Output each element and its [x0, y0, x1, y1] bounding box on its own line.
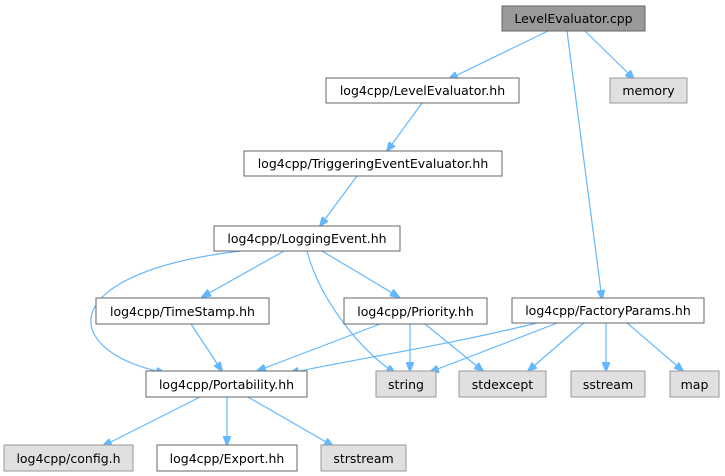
node-portability-hh[interactable]: log4cpp/Portability.hh [145, 370, 308, 398]
edge-levelevaluator-hh-to-triggering [387, 102, 423, 151]
node-label: stdexcept [472, 377, 533, 392]
edges-layer [90, 30, 683, 446]
node-label: strstream [333, 451, 393, 466]
node-label: log4cpp/LevelEvaluator.hh [340, 83, 505, 98]
node-factory-params-hh[interactable]: log4cpp/FactoryParams.hh [511, 297, 705, 324]
edge-portability-to-strstream [247, 396, 333, 446]
node-label: log4cpp/LoggingEvent.hh [227, 231, 386, 246]
node-config-h[interactable]: log4cpp/config.h [3, 444, 134, 472]
node-label: log4cpp/FactoryParams.hh [525, 303, 691, 318]
node-label: sstream [583, 377, 633, 392]
edge-loggingevent-to-priority [321, 250, 399, 297]
node-levelevaluator-hh[interactable]: log4cpp/LevelEvaluator.hh [325, 77, 520, 104]
nodes-layer: LevelEvaluator.cpp log4cpp/LevelEvaluato… [3, 5, 720, 472]
node-label: log4cpp/TimeStamp.hh [110, 304, 255, 319]
node-label: map [681, 377, 709, 392]
edge-priority-to-portability [257, 323, 381, 371]
edge-loggingevent-to-timestamp [202, 250, 285, 297]
edge-timestamp-to-portability [190, 323, 222, 371]
edge-root-to-levelevaluator-hh [449, 30, 549, 79]
edge-root-to-memory [584, 30, 634, 79]
node-triggering-event-evaluator-hh[interactable]: log4cpp/TriggeringEventEvaluator.hh [243, 150, 503, 177]
node-label: LevelEvaluator.cpp [514, 11, 632, 26]
edge-factoryparams-to-map [625, 321, 683, 371]
node-map[interactable]: map [669, 370, 720, 398]
node-memory[interactable]: memory [609, 77, 688, 104]
edge-factoryparams-to-string [430, 321, 561, 372]
edge-priority-to-stdexcept [424, 323, 483, 371]
edge-factoryparams-to-stdexcept [528, 321, 586, 371]
node-label: memory [622, 83, 675, 98]
node-label: log4cpp/Export.hh [170, 451, 285, 466]
node-leveleevaluator-cpp[interactable]: LevelEvaluator.cpp [501, 5, 646, 32]
edge-triggering-to-loggingevent [320, 175, 358, 226]
edge-loggingevent-to-portability [90, 249, 251, 373]
node-string[interactable]: string [375, 370, 437, 398]
node-label: string [388, 377, 424, 392]
edge-root-to-factoryparams [566, 30, 602, 299]
edge-loggingevent-to-string [306, 250, 395, 373]
node-label: log4cpp/Priority.hh [357, 304, 474, 319]
node-logging-event-hh[interactable]: log4cpp/LoggingEvent.hh [213, 225, 401, 252]
node-label: log4cpp/Portability.hh [159, 377, 294, 392]
node-priority-hh[interactable]: log4cpp/Priority.hh [343, 297, 488, 325]
node-sstream[interactable]: sstream [570, 370, 646, 398]
edge-portability-to-config [103, 396, 201, 446]
node-strstream[interactable]: strstream [320, 444, 407, 472]
node-timestamp-hh[interactable]: log4cpp/TimeStamp.hh [95, 297, 270, 325]
node-stdexcept[interactable]: stdexcept [458, 370, 547, 398]
edge-factoryparams-to-portability [290, 320, 546, 373]
node-export-hh[interactable]: log4cpp/Export.hh [156, 444, 298, 472]
node-label: log4cpp/TriggeringEventEvaluator.hh [258, 156, 489, 171]
node-label: log4cpp/config.h [16, 451, 120, 466]
